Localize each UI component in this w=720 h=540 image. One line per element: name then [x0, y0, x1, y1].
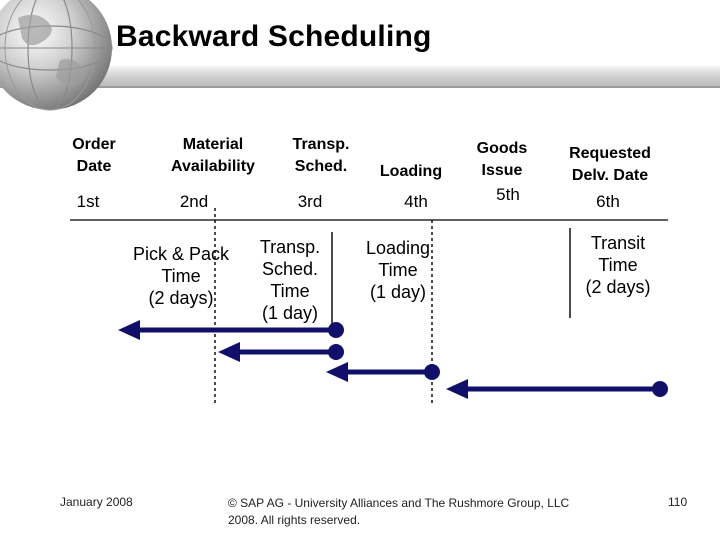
duration-loading: Loading Time (1 day) — [352, 237, 444, 303]
milestone-order-6: 6th — [596, 192, 620, 211]
header-line — [0, 86, 720, 88]
header-decoration — [0, 0, 720, 111]
footer-copyright-line: © SAP AG - University Alliances and The … — [228, 496, 570, 510]
milestone-header-line: Delv. Date — [571, 167, 649, 184]
duration-line: Time — [378, 260, 418, 280]
milestone-header-line: Loading — [379, 163, 443, 180]
milestone-order-2: 2nd — [179, 192, 209, 211]
milestone-header-transp-sched: Transp. Sched. — [276, 134, 366, 178]
footer-copyright-line: 2008. All rights reserved. — [228, 513, 361, 527]
footer-copyright: © SAP AG - University Alliances and The … — [228, 495, 648, 529]
duration-line: Time — [598, 255, 638, 275]
duration-line: (2 days) — [148, 288, 214, 308]
arrow-transit — [446, 379, 668, 399]
milestone-order-1: 1st — [76, 192, 100, 211]
duration-line: Time — [270, 281, 310, 301]
duration-line: (2 days) — [585, 277, 651, 297]
page-number: 110 — [668, 495, 688, 509]
duration-line: Loading — [365, 238, 431, 258]
slide-title: Backward Scheduling — [116, 20, 432, 53]
arrow-loading — [326, 362, 440, 382]
duration-line: Time — [161, 266, 201, 286]
duration-transp-sched: Transp. Sched. Time (1 day) — [244, 236, 336, 324]
milestone-header-line: Goods — [476, 140, 528, 157]
arrow-transp-sched — [218, 342, 344, 362]
duration-pick-pack: Pick & Pack Time (2 days) — [118, 243, 244, 309]
milestone-header-line: Availability — [171, 158, 255, 175]
milestone-order-3: 3rd — [297, 192, 323, 211]
duration-line: Transp. — [259, 237, 321, 257]
milestone-order-5: 5th — [496, 185, 520, 204]
milestone-header-line: Sched. — [294, 158, 348, 175]
milestone-header-line: Date — [76, 158, 112, 175]
footer-date: January 2008 — [60, 495, 133, 509]
milestone-header-material-availability: Material Availability — [150, 134, 276, 178]
duration-line: (1 day) — [369, 282, 427, 302]
duration-line: Pick & Pack — [132, 244, 230, 264]
milestone-order-4: 4th — [404, 192, 428, 211]
milestone-header-loading: Loading — [370, 139, 452, 183]
milestone-header-line: Order — [72, 136, 116, 153]
header-band — [0, 66, 720, 86]
duration-line: (1 day) — [261, 303, 319, 323]
duration-line: Transit — [590, 233, 646, 253]
milestone-header-goods-issue: Goods Issue — [462, 138, 542, 182]
milestone-header-order-date: Order Date — [58, 134, 130, 178]
milestone-header-line: Requested — [569, 145, 651, 162]
milestone-header-line: Issue — [481, 162, 523, 179]
milestone-header-line: Material — [182, 136, 244, 153]
milestone-header-requested-delivery-date: Requested Delv. Date — [556, 143, 664, 187]
milestone-header-line: Transp. — [292, 136, 350, 153]
globe-icon — [0, 0, 113, 111]
duration-line: Sched. — [261, 259, 319, 279]
duration-transit: Transit Time (2 days) — [570, 232, 666, 298]
arrow-pick-pack — [118, 320, 344, 340]
